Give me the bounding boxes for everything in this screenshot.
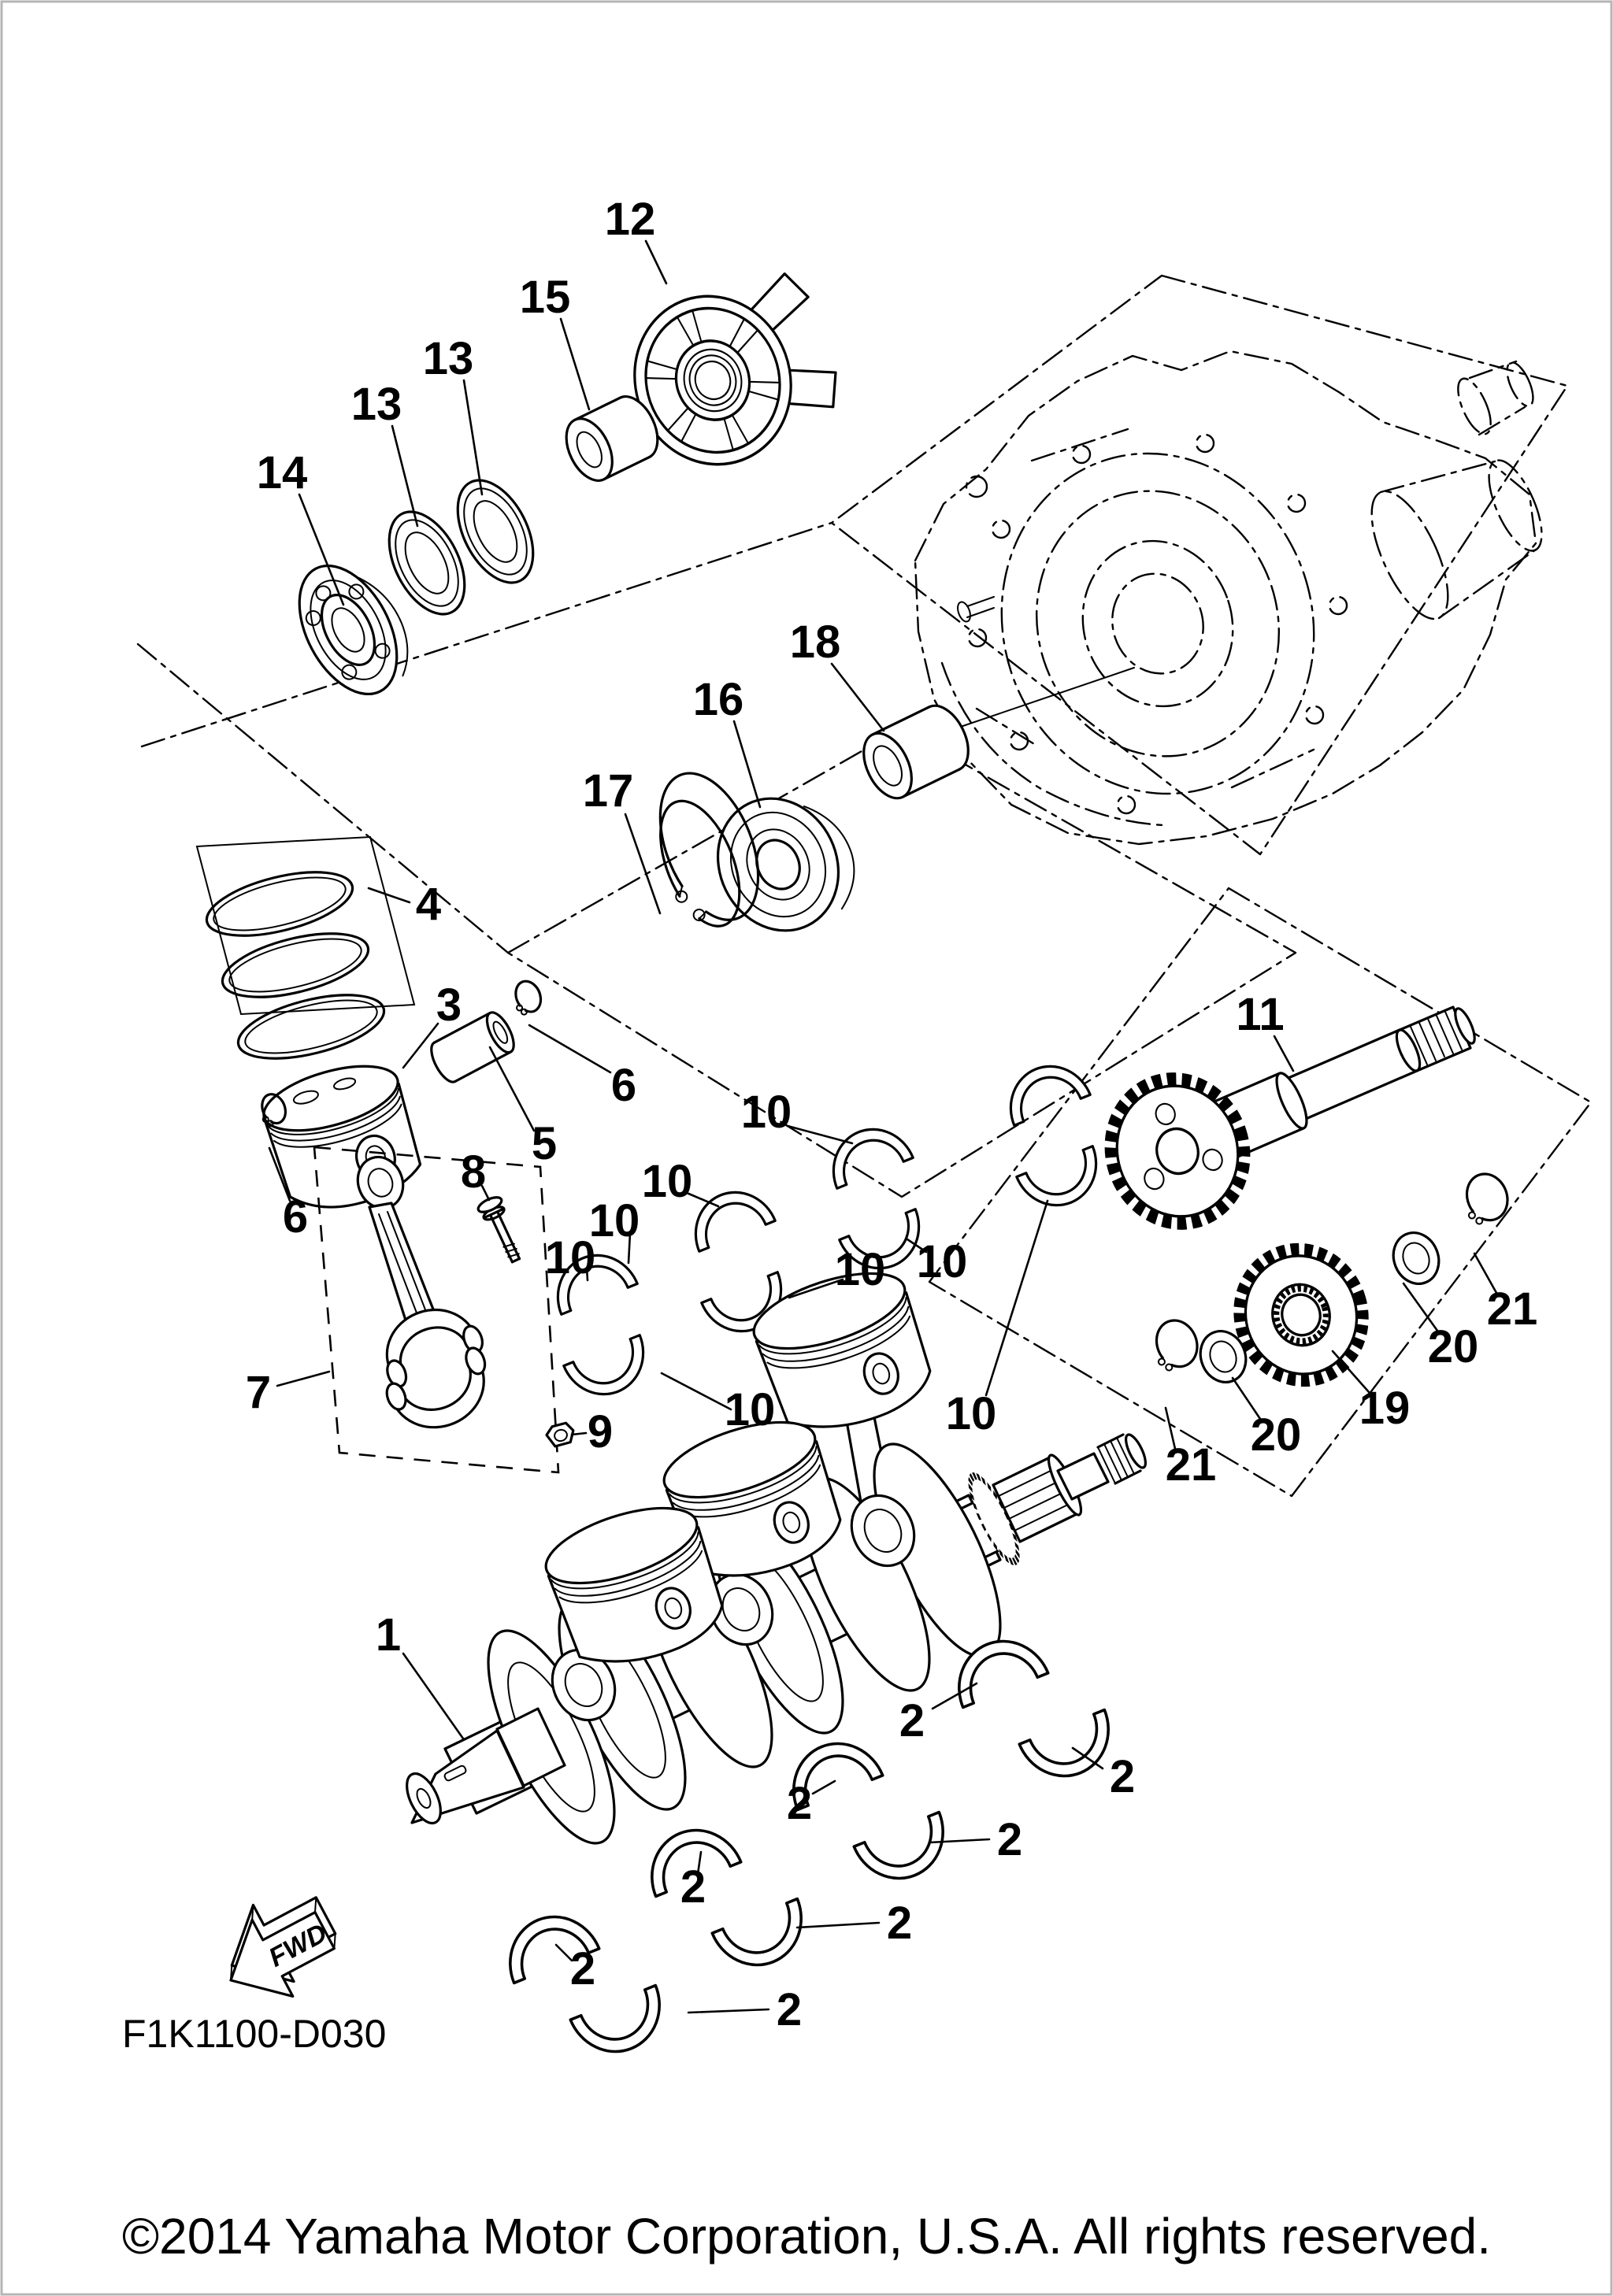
callout-21: 21 [1487,1283,1538,1335]
callout-17: 17 [583,765,634,817]
coupling-spokes [644,309,781,451]
callout-13: 13 [423,333,474,384]
phantom-box-crankcase [830,274,1569,856]
callout-2: 2 [997,1814,1022,1865]
callout-10: 10 [917,1236,968,1287]
part-circlip-21-lower [1155,1319,1199,1372]
part-coupling-12 [633,272,837,466]
callout-4: 4 [416,879,441,930]
callout-3: 3 [436,980,462,1031]
assembled-piston [544,1506,724,1663]
assembled-piston [662,1420,842,1577]
part-crankshaft-1 [406,1272,1147,1845]
callout-2: 2 [1110,1751,1135,1802]
callout-20: 20 [1251,1409,1302,1461]
part-circlip-17 [658,772,760,928]
callout-11: 11 [1236,989,1284,1040]
callout-14: 14 [257,447,308,498]
callout-10: 10 [725,1384,776,1435]
callout-1: 1 [376,1609,401,1661]
callout-13: 13 [351,379,402,430]
callout-10: 10 [642,1156,693,1207]
part-pin-clip-6-right [514,980,543,1016]
callout-12: 12 [605,194,656,245]
callout-2: 2 [680,1861,706,1913]
callout-10: 10 [589,1195,640,1246]
part-washer-20-upper [1392,1231,1441,1285]
rod-cap [385,1346,487,1429]
callout-2: 2 [887,1898,912,1949]
callout-numbers: 14 13 13 15 12 17 16 18 4 3 6 5 6 7 8 9 … [246,194,1537,2035]
rod-dashed-box [313,1146,560,1474]
assembly-axis-leader [948,667,1135,731]
bearing-balls [305,583,391,680]
phantom-axis-line [140,521,833,748]
callout-5: 5 [532,1118,557,1169]
callout-16: 16 [693,674,744,725]
part-piston-rings-4 [195,835,416,1060]
part-rod-nut-9 [545,1421,575,1448]
part-bearing-14 [298,564,409,696]
phantom-axis-line-2 [136,643,510,954]
callout-15: 15 [520,272,571,323]
fwd-arrow: FWD [229,1896,337,1998]
callout-6: 6 [611,1060,636,1111]
part-seal-13-right [456,479,535,584]
callout-6: 6 [283,1191,308,1242]
callout-21: 21 [1166,1439,1217,1491]
callout-2: 2 [777,1984,802,2035]
callout-7: 7 [246,1367,271,1418]
callout-2: 2 [570,1943,595,1994]
part-gear-19 [1233,1242,1369,1387]
crankcase-phantom [914,350,1543,846]
callout-2: 2 [899,1695,925,1746]
part-pin-clip-6-left [261,1093,287,1128]
phantom-box-gear-group [928,887,1593,1498]
callout-10: 10 [835,1244,886,1295]
callout-10: 10 [545,1232,596,1283]
callout-20: 20 [1428,1321,1479,1372]
copyright-line: ©2014 Yamaha Motor Corporation, U.S.A. A… [122,2208,1491,2265]
callout-8: 8 [461,1146,486,1198]
part-washer-20-lower [1199,1330,1248,1383]
drawing-code: F1K1100-D030 [122,2012,386,2056]
part-gear-shaft-11 [1104,1005,1476,1230]
callout-18: 18 [790,617,841,668]
callout-19: 19 [1359,1383,1411,1434]
callout-10: 10 [741,1087,792,1138]
ring-set-box [195,835,416,1016]
part-spacer-15 [565,395,659,482]
assembled-piston [752,1272,932,1428]
part-collar-18 [862,704,970,800]
callout-10: 10 [946,1388,997,1439]
part-rod-bolt-8 [476,1196,521,1264]
part-circlip-21-upper [1465,1172,1509,1225]
part-piston-pin-5 [430,1011,515,1083]
part-seal-13-left [387,510,466,616]
part-connecting-rod-7 [313,1146,560,1474]
callout-9: 9 [588,1406,613,1457]
callout-leaders [268,239,1498,2014]
crankcase-stud [966,596,995,607]
gear-shaft-gear [1104,1072,1251,1230]
callout-2: 2 [787,1778,812,1829]
